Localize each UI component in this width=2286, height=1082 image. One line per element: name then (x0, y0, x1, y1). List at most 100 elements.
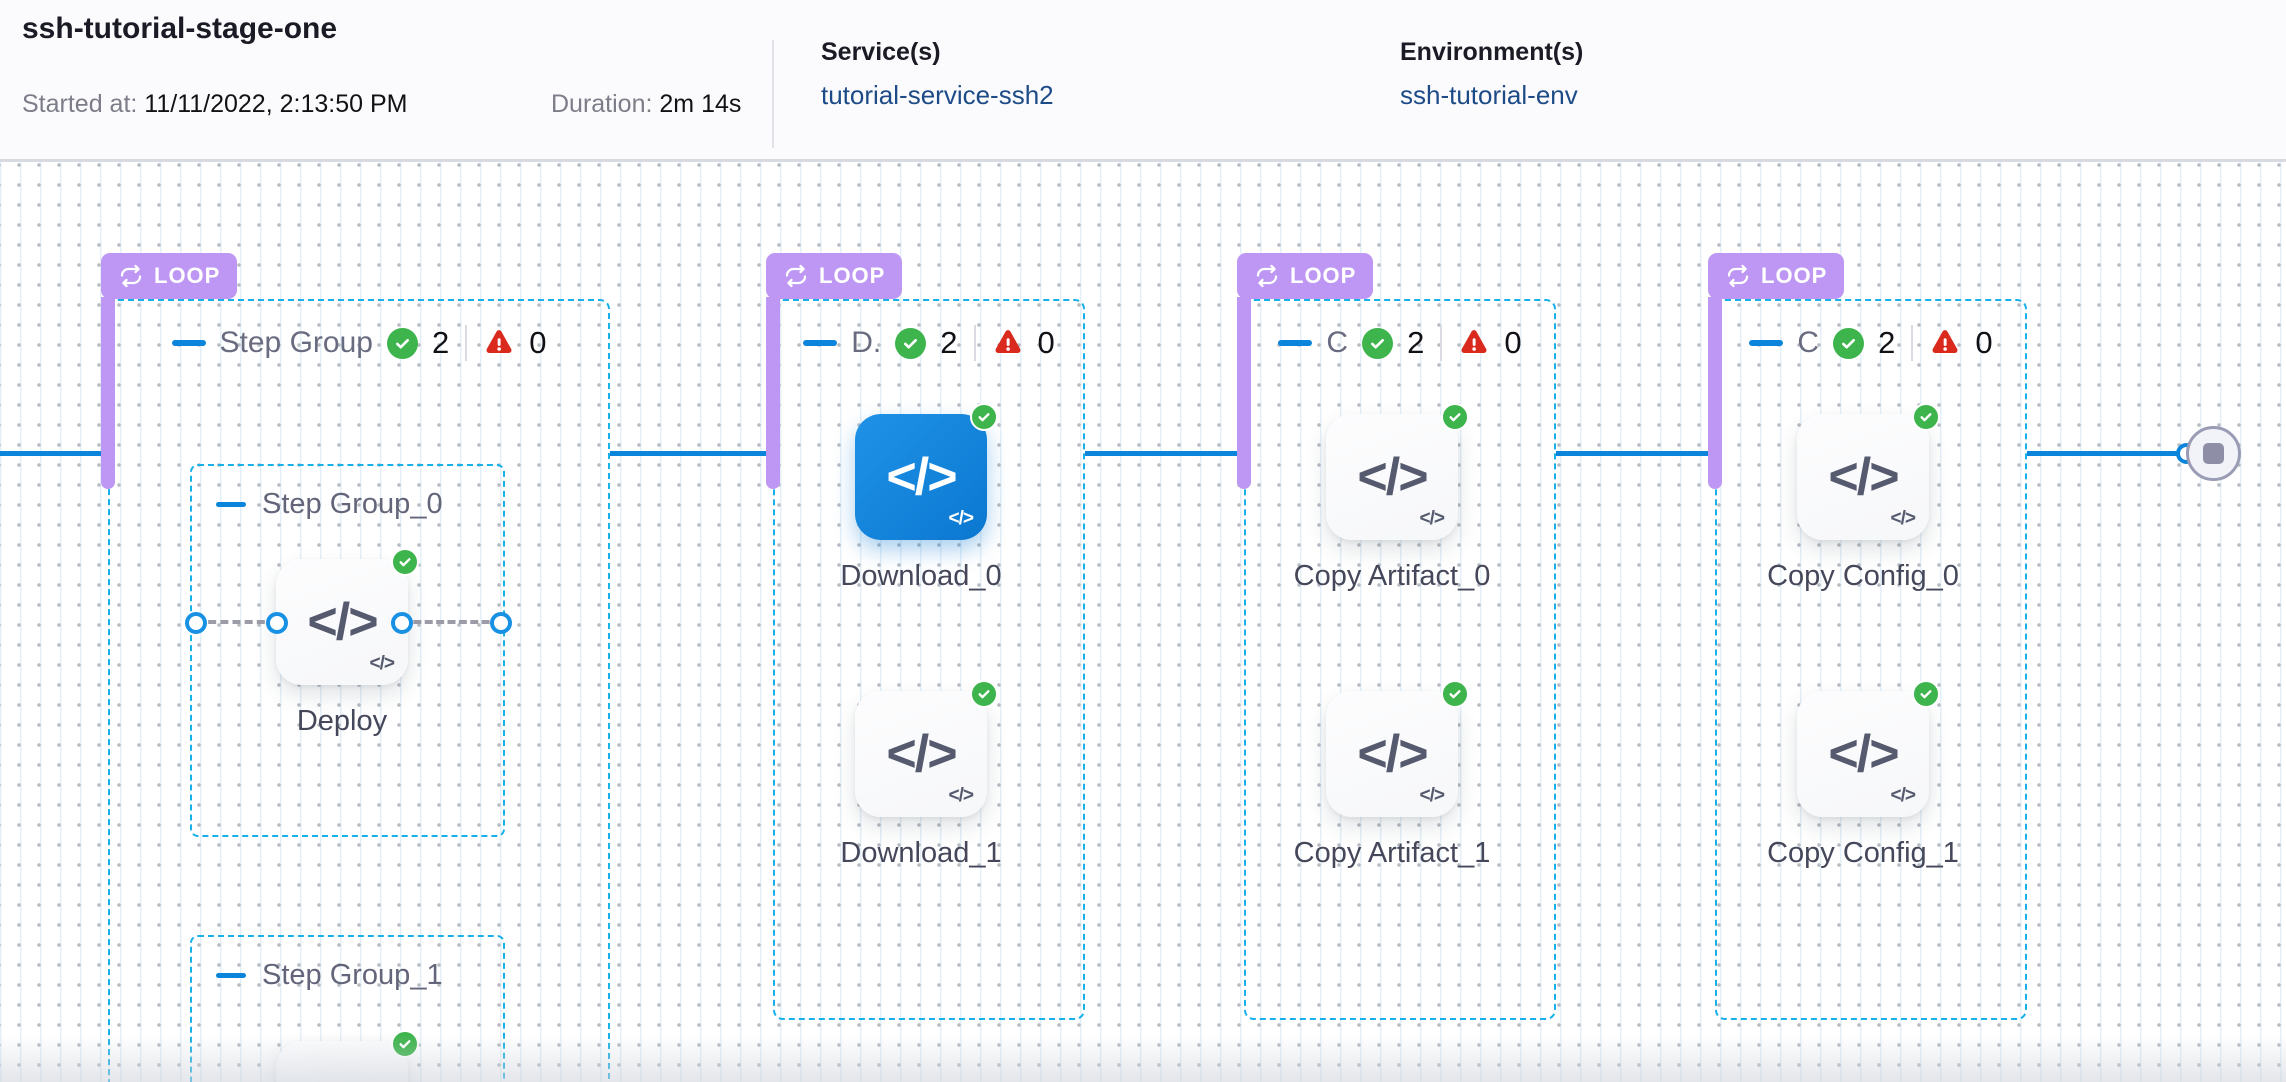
step-card[interactable]: </> </> (855, 680, 998, 817)
step-group-0: Step Group_0 </> </> Deploy (185, 464, 512, 837)
step-node-copy-config-1[interactable]: </> </> Copy Config_1 (1767, 680, 1959, 869)
group-header: Step Group 2 0 (110, 325, 608, 361)
collapse-dash-icon[interactable] (1749, 340, 1784, 346)
pipeline-edge (0, 451, 108, 456)
loop-badge[interactable]: LOOP (1708, 253, 1845, 299)
loop-badge-label: LOOP (1290, 263, 1357, 288)
code-step-mini-icon: </> (1890, 508, 1917, 529)
pipeline-edge (1085, 451, 1244, 456)
collapse-dash-icon[interactable] (1278, 340, 1313, 346)
step-card[interactable]: </> </> (855, 403, 998, 540)
step-card[interactable]: </> </> (1326, 403, 1469, 540)
loop-icon (1727, 264, 1749, 288)
step-name: Copy Artifact_1 (1293, 837, 1491, 869)
services-column: Service(s) tutorial-service-ssh2 (821, 38, 1054, 111)
service-link[interactable]: tutorial-service-ssh2 (821, 80, 1054, 110)
connector-handle[interactable] (490, 612, 512, 634)
loop-icon (120, 264, 142, 288)
step-group-0-name: Step Group_0 (262, 488, 443, 520)
connector-dashed-edge (402, 620, 501, 624)
loop-tail (1237, 297, 1251, 489)
success-count: 2 (940, 325, 958, 360)
step-node-deploy[interactable]: </> </> Deploy (276, 548, 419, 737)
loop-badge[interactable]: LOOP (1237, 253, 1374, 299)
code-step-mini-icon: </> (1419, 785, 1446, 806)
success-count: 2 (1407, 325, 1425, 360)
step-name: Copy Config_0 (1767, 560, 1959, 592)
loop-badge[interactable]: LOOP (766, 253, 903, 299)
collapse-dash-icon[interactable] (171, 340, 206, 346)
pipeline-canvas[interactable]: LOOP Step Group 2 0 Step Group_0 (0, 162, 2286, 1082)
stage-header: ssh-tutorial-stage-one Started at: 11/11… (0, 0, 2286, 162)
step-group-1-header: Step Group_1 (216, 959, 443, 992)
stop-icon (2203, 443, 2224, 464)
collapse-dash-icon[interactable] (216, 502, 246, 507)
loop-tail (766, 297, 780, 489)
group-name: Step Group (219, 326, 373, 359)
group-name: C (1326, 326, 1349, 359)
code-step-icon: </> (307, 1074, 378, 1082)
code-step-mini-icon: </> (1419, 508, 1446, 529)
loop-badge[interactable]: LOOP (101, 253, 238, 299)
code-step-mini-icon: </> (948, 785, 975, 806)
group-name: D. (851, 326, 882, 359)
pipeline-edge (610, 451, 773, 456)
loop-group-download: LOOP D. 2 0 </> </> Download_0 </> </> (766, 253, 1085, 1020)
code-step-mini-icon: </> (948, 508, 975, 529)
step-success-badge-icon (1441, 680, 1469, 708)
step-success-badge-icon (1912, 403, 1940, 431)
step-card[interactable]: </> </> (1797, 403, 1940, 540)
loop-tail (101, 297, 115, 489)
group-name: C (1797, 326, 1820, 359)
code-step-mini-icon: </> (369, 653, 396, 674)
loop-icon (1256, 264, 1278, 288)
step-success-badge-icon (970, 680, 998, 708)
environment-link[interactable]: ssh-tutorial-env (1400, 80, 1578, 110)
step-card[interactable]: </> </> (1326, 680, 1469, 817)
step-card[interactable]: </> </> (276, 548, 419, 685)
pipeline-edge (1556, 451, 1715, 456)
connector-handle[interactable] (391, 612, 413, 634)
duration-value: 2m 14s (659, 90, 742, 118)
step-node-copy-config-0[interactable]: </> </> Copy Config_0 (1767, 403, 1959, 592)
code-step-icon: </> (1357, 448, 1428, 506)
connector-handle[interactable] (266, 612, 288, 634)
step-name: Download_0 (840, 560, 1002, 592)
collapse-dash-icon[interactable] (216, 973, 246, 978)
loop-badge-label: LOOP (1761, 263, 1828, 288)
failure-count: 0 (1504, 325, 1522, 360)
code-step-icon: </> (1828, 448, 1899, 506)
loop-group-copy-config: LOOP C 2 0 </> </> Copy Config_0 </> </> (1708, 253, 2027, 1020)
environments-column: Environment(s) ssh-tutorial-env (1400, 38, 1583, 111)
step-card[interactable]: </> (276, 1030, 419, 1082)
success-icon (1833, 327, 1865, 359)
loop-icon (785, 264, 807, 288)
success-count: 2 (431, 325, 450, 360)
step-node-copy-artifact-0[interactable]: </> </> Copy Artifact_0 (1294, 403, 1490, 592)
failure-icon (486, 330, 512, 353)
code-step-mini-icon: </> (1890, 785, 1917, 806)
connector-dashed-edge (196, 620, 277, 624)
step-name: Copy Artifact_0 (1293, 560, 1491, 592)
step-node-download-1[interactable]: </> </> Download_1 (840, 680, 1002, 869)
stage-title: ssh-tutorial-stage-one (22, 12, 338, 45)
group-header: D. 2 0 (775, 325, 1083, 361)
step-node-copy-artifact-1[interactable]: </> </> Copy Artifact_1 (1294, 680, 1490, 869)
pipeline-edge (2027, 451, 2177, 456)
collapse-dash-icon[interactable] (803, 340, 838, 346)
started-at: Started at: 11/11/2022, 2:13:50 PM (22, 90, 407, 119)
step-card[interactable]: </> </> (1797, 680, 1940, 817)
stage-end-node (2186, 426, 2241, 481)
loop-badge-label: LOOP (154, 263, 221, 288)
code-step-icon: </> (307, 593, 378, 651)
group-header: C 2 0 (1246, 325, 1554, 361)
connector-handle[interactable] (185, 612, 207, 634)
duration-label: Duration: (551, 90, 660, 118)
step-node-partial[interactable]: </> (276, 1030, 419, 1082)
step-node-download-0[interactable]: </> </> Download_0 (840, 403, 1002, 592)
loop-badge-label: LOOP (819, 263, 886, 288)
failure-icon (1932, 330, 1958, 353)
step-group-0-header: Step Group_0 (216, 488, 443, 521)
success-icon (1362, 327, 1394, 359)
loop-tail (1708, 297, 1722, 489)
